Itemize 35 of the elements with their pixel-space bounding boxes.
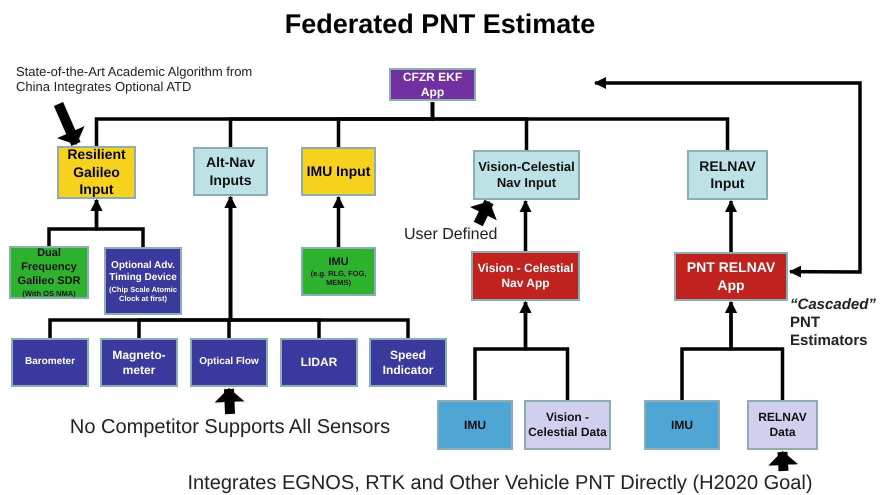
process-box: IMU Input [301, 147, 376, 196]
process-box: IMU [644, 400, 720, 450]
process-box: RELNAV Input [687, 150, 768, 200]
process-box: Alt-Nav Inputs [193, 147, 268, 196]
annotation-text: State-of-the-Art Academic Algorithm from China Integrates Optional ATD [16, 64, 254, 94]
arrow [594, 77, 862, 278]
arrow [725, 301, 784, 400]
process-box: Optical Flow [190, 338, 268, 387]
arrow [224, 196, 410, 338]
arrow [470, 200, 497, 226]
annotation-text: No Competitor Supports All Sensors [68, 415, 392, 440]
arrow [520, 301, 570, 400]
arrow [214, 388, 244, 414]
process-box: Vision - Celestial Nav App [471, 251, 580, 301]
process-box: CFZR EKF App [389, 68, 476, 101]
process-box: PNT RELNAV App [674, 252, 788, 301]
arrow [332, 196, 344, 247]
process-box: Vision-Celestial Nav Input [473, 150, 580, 200]
process-box: Speed Indicator [369, 338, 447, 387]
process-box: Vision - Celestial Data [524, 400, 611, 450]
annotation-text: Integrates EGNOS, RTK and Other Vehicle PNT Directly (H2020 Goal) [186, 471, 814, 495]
process-box: LIDAR [280, 338, 358, 387]
arrow [768, 451, 798, 472]
arrow [90, 199, 145, 247]
connector-line [430, 102, 730, 150]
annotation-text: “Cascaded” PNT Estimators [790, 296, 877, 350]
annotation-text: User Defined [404, 225, 498, 245]
process-box: Magneto-meter [100, 338, 178, 387]
process-box: Resilient Galileo Input [57, 146, 136, 199]
arrow [725, 200, 737, 252]
arrow [520, 200, 532, 251]
diagram-title: Federated PNT Estimate [284, 8, 596, 41]
process-box: Barometer [11, 338, 89, 387]
process-box: RELNAV Data [747, 400, 818, 450]
process-box: IMU [437, 400, 513, 450]
